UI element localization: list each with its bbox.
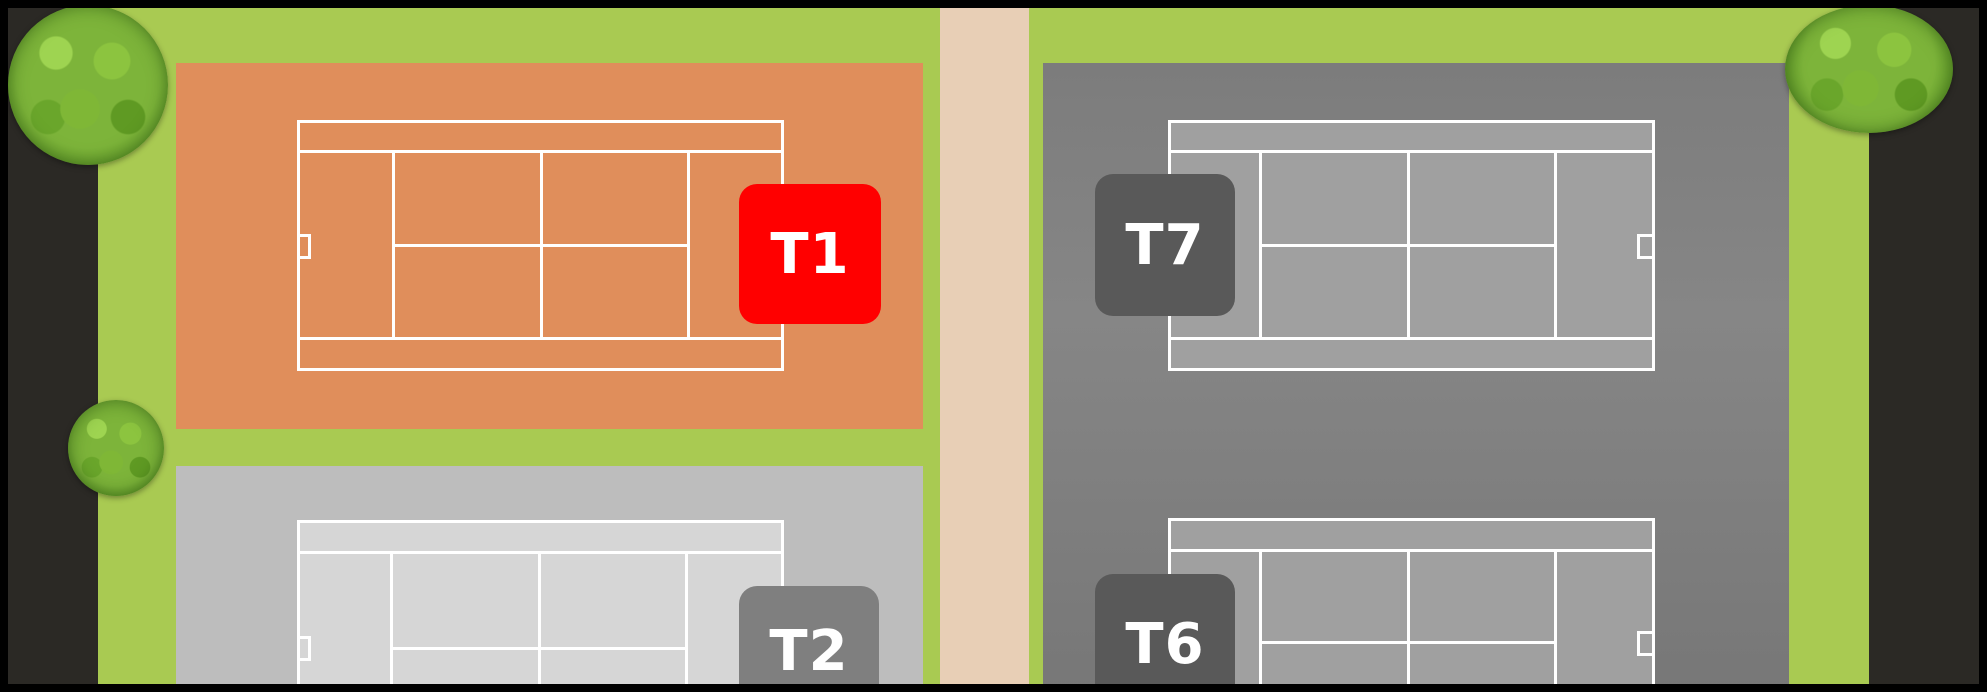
center-path [940, 8, 1029, 684]
court-t6[interactable] [1168, 518, 1655, 692]
court-label-t7[interactable]: T7 [1095, 174, 1235, 316]
court-label-t1[interactable]: T1 [739, 184, 881, 324]
court-label-t6[interactable]: T6 [1095, 574, 1235, 692]
court-t2[interactable] [176, 466, 923, 692]
bush-icon [8, 5, 168, 165]
court-block-right [1043, 63, 1789, 692]
bush-icon [1785, 5, 1953, 133]
court-label-t2[interactable]: T2 [739, 586, 879, 692]
bush-icon [68, 400, 164, 496]
